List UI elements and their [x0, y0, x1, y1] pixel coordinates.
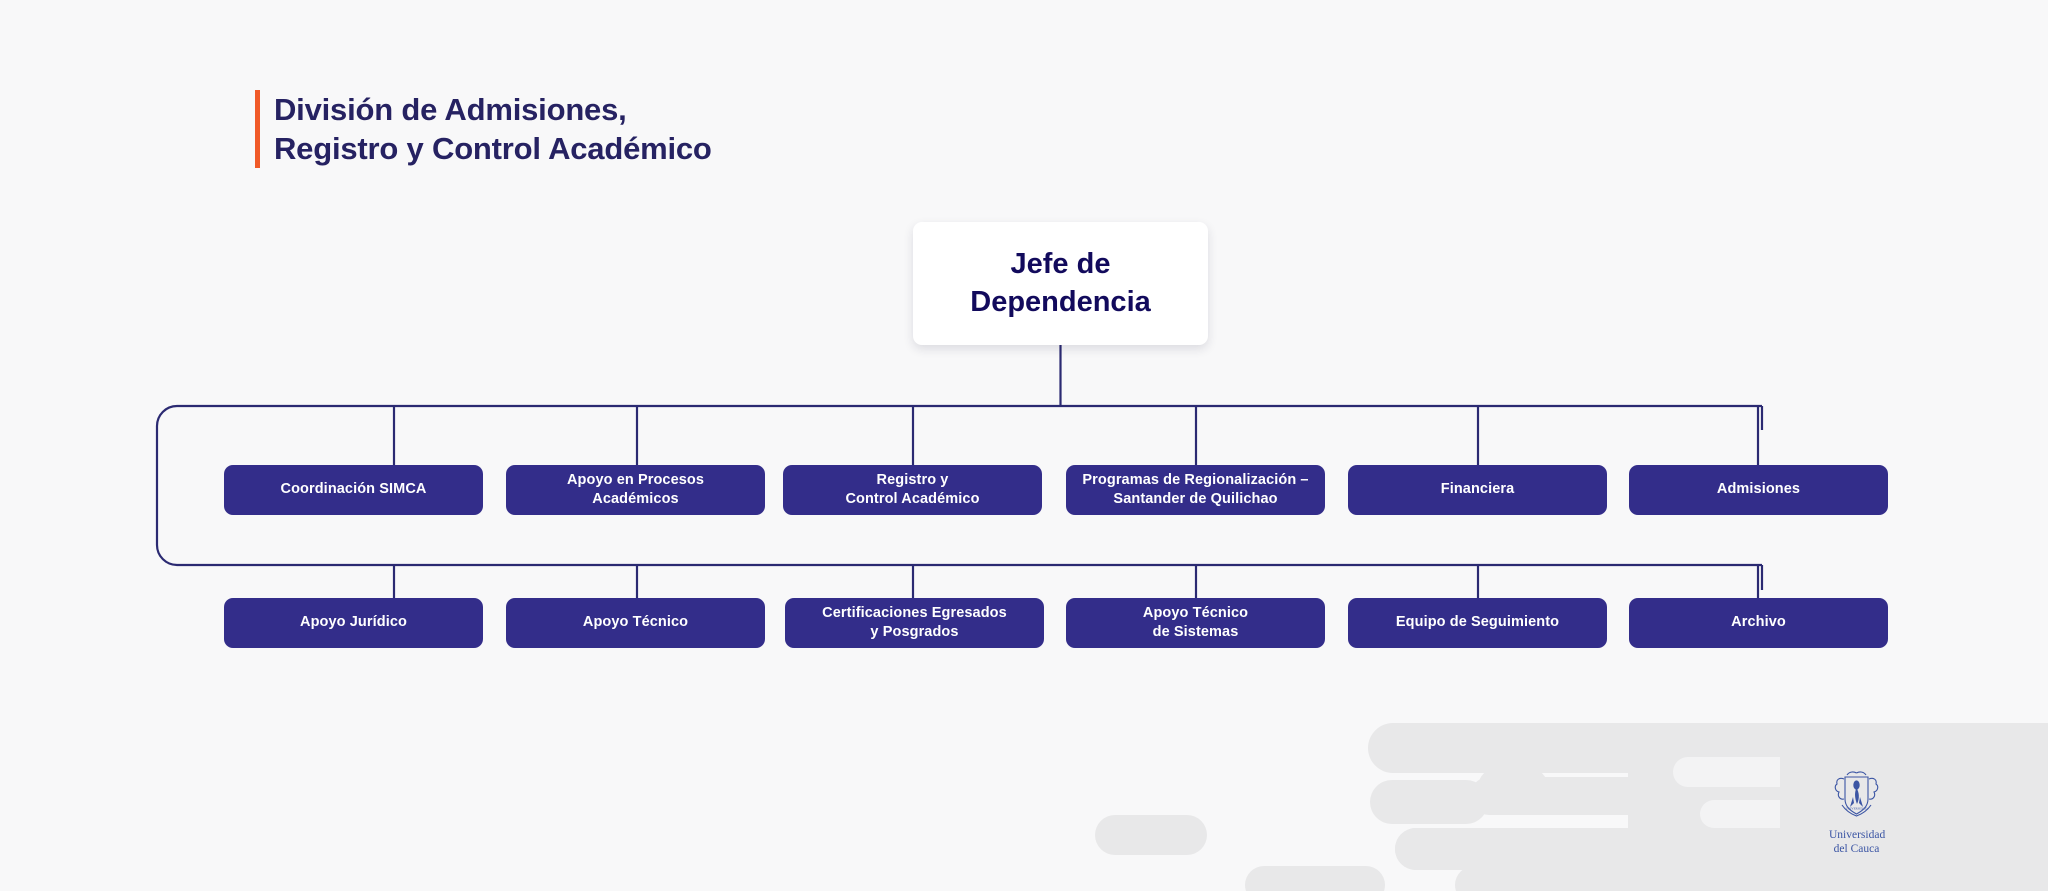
node-label: Apoyo Jurídico [300, 614, 407, 631]
node-label: Apoyo en Procesos Académicos [566, 471, 705, 507]
node-apoyo-tecnico[interactable]: Apoyo Técnico [506, 598, 765, 648]
node-financiera[interactable]: Financiera [1348, 465, 1607, 515]
node-coordinacion-simca[interactable]: Coordinación SIMCA [224, 465, 483, 515]
node-jefe-de-dependencia[interactable]: Jefe de Dependencia [913, 222, 1208, 345]
node-label: Admisiones [1716, 481, 1801, 498]
node-apoyo-en-procesos-academicos[interactable]: Apoyo en Procesos Académicos [506, 465, 765, 515]
crest-icon: UNIVERSIDAD [1834, 771, 1879, 817]
node-label: Equipo de Seguimiento [1395, 614, 1560, 631]
node-label: Registro y Control Académico [845, 471, 980, 507]
node-admisiones[interactable]: Admisiones [1629, 465, 1888, 515]
node-registro-y-control-academico[interactable]: Registro y Control Académico [783, 465, 1042, 515]
page-title: División de Admisiones, Registro y Contr… [274, 92, 712, 167]
node-apoyo-juridico[interactable]: Apoyo Jurídico [224, 598, 483, 648]
node-label: Archivo [1731, 614, 1786, 631]
svg-text:UNIVERSIDAD: UNIVERSIDAD [1846, 807, 1868, 811]
node-programas-de-regionalizacion[interactable]: Programas de Regionalización – Santander… [1066, 465, 1325, 515]
node-apoyo-tecnico-de-sistemas[interactable]: Apoyo Técnico de Sistemas [1066, 598, 1325, 648]
node-label: Certificaciones Egresados y Posgrados [822, 604, 1007, 640]
node-label: Apoyo Técnico [582, 614, 689, 631]
node-label: Jefe de Dependencia [970, 248, 1151, 318]
logo-caption: Universidad del Cauca [1829, 829, 1886, 855]
node-archivo[interactable]: Archivo [1629, 598, 1888, 648]
node-label: Apoyo Técnico de Sistemas [1142, 604, 1249, 640]
node-label: Coordinación SIMCA [280, 481, 427, 498]
accent-rule [255, 90, 260, 169]
node-certificaciones-egresados-y-posgrados[interactable]: Certificaciones Egresados y Posgrados [785, 598, 1044, 648]
node-label: Programas de Regionalización – Santander… [1082, 471, 1309, 507]
node-equipo-de-seguimiento[interactable]: Equipo de Seguimiento [1348, 598, 1607, 648]
university-logo: UNIVERSIDAD Universidad del Cauca [1829, 767, 1886, 856]
node-label: Financiera [1440, 481, 1515, 498]
page-header: División de Admisiones, Registro y Contr… [255, 90, 712, 169]
